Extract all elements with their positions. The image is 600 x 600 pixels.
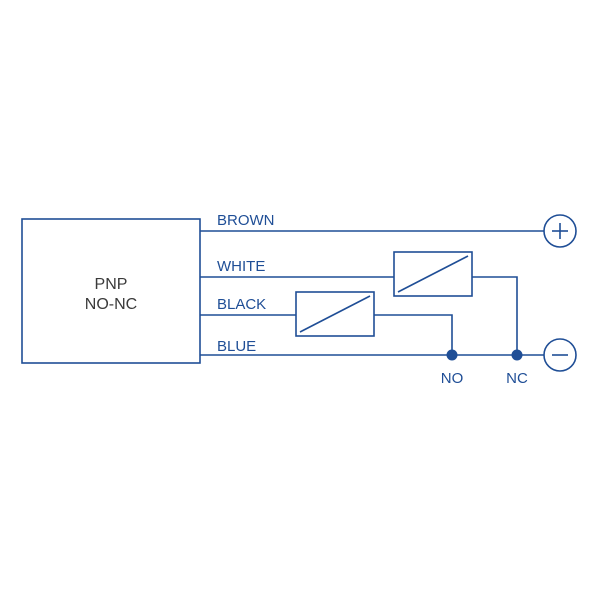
plus-circle-icon (543, 214, 577, 248)
sensor-block (21, 218, 201, 364)
no-terminal-label: NO (441, 370, 464, 387)
no-junction-node (446, 349, 458, 361)
nc-load-icon (393, 251, 473, 297)
minus-circle-icon (543, 338, 577, 372)
brown-wire-label: BROWN (217, 212, 275, 229)
white-wire-label: WHITE (217, 258, 265, 275)
no-load-icon (295, 291, 375, 337)
no-return-wire (374, 314, 453, 355)
nc-return-wire (472, 276, 518, 355)
nc-junction-node (511, 349, 523, 361)
blue-wire-label: BLUE (217, 338, 256, 355)
black-wire-label: BLACK (217, 296, 266, 313)
sensor-mode-label: NO-NC (85, 296, 137, 313)
sensor-type-label: PNP (95, 276, 128, 293)
nc-terminal-label: NC (506, 370, 528, 387)
